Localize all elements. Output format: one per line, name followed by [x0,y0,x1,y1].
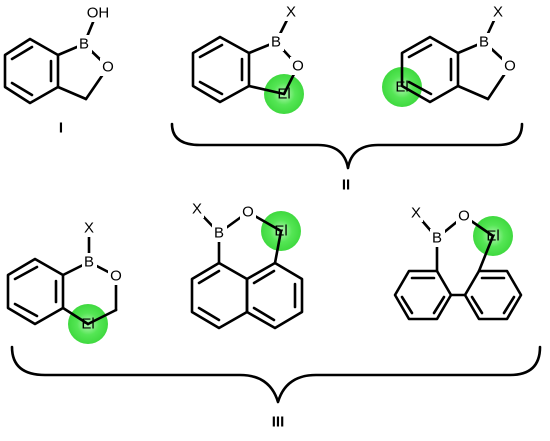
atom-mask [77,35,92,53]
atom-x: X [84,220,94,237]
atom-o: O [110,268,122,285]
atom-o: O [504,58,516,75]
atom-el: El [81,316,94,333]
brace-group-ii [170,122,524,170]
atom-mask [190,200,204,218]
compound-ii-a: B O X El [191,3,306,114]
atom-mask [284,3,298,21]
atom-mask [409,204,423,222]
ring-double-bond [252,269,276,285]
compound-iii-a: B O X El [6,219,124,344]
atom-mask [477,33,492,51]
atom-x: X [286,4,296,21]
ring-double-bond [407,80,433,96]
ring-double-bond [197,269,221,285]
compound-iii-b: B O X El [190,200,304,330]
atom-mask [240,203,256,221]
atom-mask [82,253,97,271]
ring-double-bond [470,295,484,315]
label-group-ii: II [342,177,350,194]
atom-b: B [79,36,89,53]
ring-double-bond [252,306,276,322]
atom-x: X [493,4,503,21]
ring-double-bond [10,45,34,61]
bond-ch2-el [86,308,118,326]
ring-double-bond [502,295,516,315]
ring-double-bond [13,265,39,281]
atom-b: B [214,225,224,242]
atom-mask [85,4,111,22]
atom-mask [456,207,472,225]
label-group-iii: III [272,414,285,431]
ring-double-bond [198,80,224,96]
bond-el-c [477,234,495,273]
label-compound-i: I [59,120,63,137]
atom-mask [108,267,124,285]
atom-x: X [411,205,421,222]
atom-b: B [432,230,442,247]
atom-el: El [395,79,408,96]
atom-mask [212,224,227,242]
atom-oh: OH [87,5,110,22]
compound-ii-b: B O X El [382,3,518,107]
atom-mask [82,219,96,237]
atom-mask [269,33,284,51]
atom-mask [100,58,116,76]
atom-b: B [84,254,94,271]
atom-x: X [192,201,202,218]
atom-mask [502,57,518,75]
atom-mask [290,57,306,75]
atom-mask [491,3,505,21]
naphthalene-ring-right [245,261,304,330]
atom-el: El [277,86,290,103]
atom-mask [430,229,445,247]
atom-b: B [479,34,489,51]
ring-double-bond [198,43,224,59]
bond-el-c [61,306,90,326]
compound-i: B O OH I [3,4,116,137]
atom-el: El [274,223,287,240]
ring-double-bond [13,302,39,318]
atom-b: B [271,34,281,51]
bond-ch2-c [56,85,88,101]
brace-group-iii [10,345,542,404]
atom-el: El [486,228,499,245]
bond-ch2-c [456,84,490,101]
ring-double-bond [407,43,433,59]
compound-iii-c: B O X El [393,204,523,321]
bond-el-c [273,229,283,265]
ring-double-bond [400,295,414,315]
bond-el-c [247,84,286,96]
atom-o: O [242,204,254,221]
atom-o: O [292,58,304,75]
naphthalene-ring-left [190,261,249,330]
ring-double-bond [197,306,221,322]
atom-o: O [458,208,470,225]
ring-double-bond [10,81,34,97]
atom-o: O [102,59,114,76]
ring-double-bond [432,295,446,315]
